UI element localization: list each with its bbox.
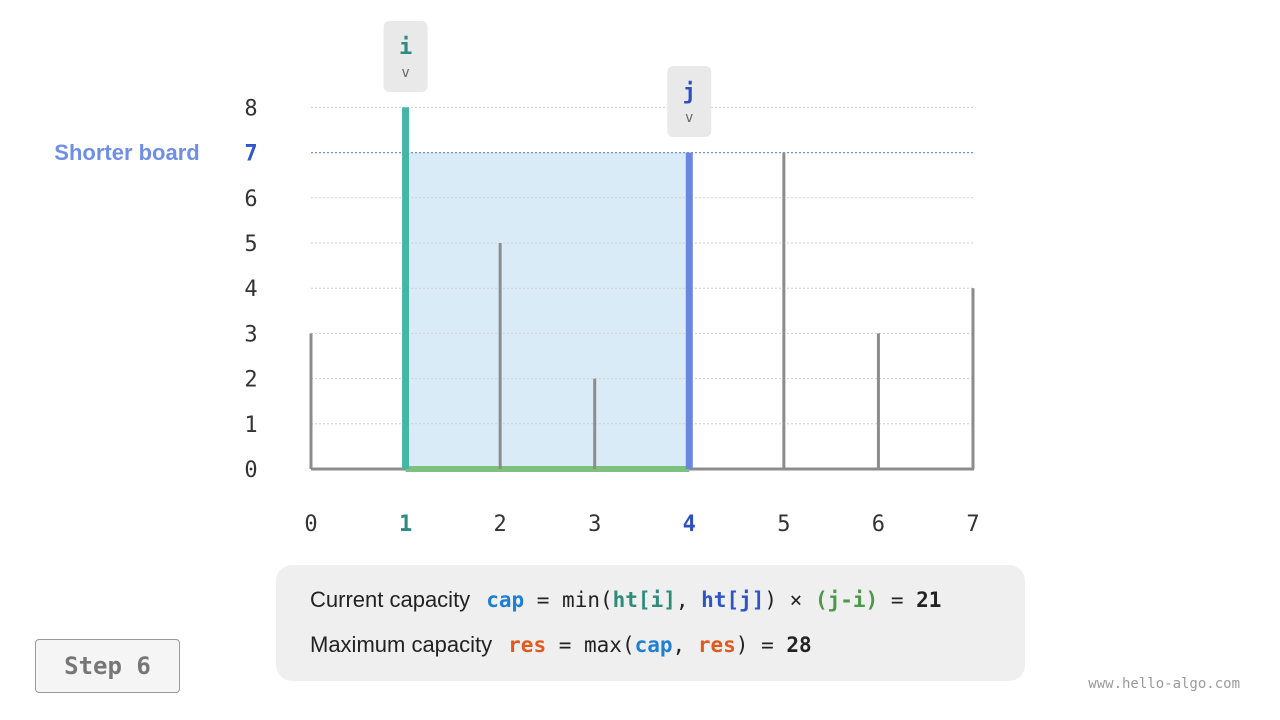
eq-2: = — [878, 588, 917, 612]
x-tick-2: 2 — [494, 512, 507, 537]
x-tick-5: 5 — [777, 512, 790, 537]
eq-3: = — [748, 633, 787, 657]
water-area — [405, 152, 690, 469]
pointer-i-tag — [383, 21, 428, 92]
cap-term: cap — [634, 633, 673, 657]
ht-i-term: ht[i] — [612, 588, 676, 612]
x-tick-3: 3 — [588, 512, 601, 537]
pointer-i-arrow: v — [401, 65, 409, 81]
y-tick-1: 1 — [244, 413, 257, 438]
max-close: ) — [735, 633, 749, 657]
x-tick-6: 6 — [872, 512, 885, 537]
eq-max-open: = max( — [546, 633, 635, 657]
step-button[interactable]: Step 6 — [35, 639, 180, 693]
y-tick-5: 5 — [244, 232, 257, 257]
x-tick-7: 7 — [966, 512, 979, 537]
current-capacity-label: Current capacity — [310, 587, 471, 612]
cap-var: cap — [486, 588, 525, 612]
comma-2: , — [672, 633, 698, 657]
x-tick-0: 0 — [304, 512, 317, 537]
pointer-i-label: i — [399, 35, 412, 60]
y-tick-7: 7 — [244, 142, 257, 167]
current-capacity-result: 21 — [916, 588, 942, 612]
maximum-capacity-label: Maximum capacity — [310, 632, 493, 657]
pointer-j-tag — [667, 66, 712, 137]
y-tick-3: 3 — [244, 322, 257, 347]
maximum-capacity-line: Maximum capacity res = max( cap , res ) … — [310, 632, 812, 658]
res-var: res — [508, 633, 547, 657]
formula-panel: Current capacity cap = min( ht[i] , ht[j… — [276, 565, 1025, 681]
min-close-times: ) × — [764, 588, 815, 612]
comma-1: , — [675, 588, 702, 612]
ht-j-term: ht[j] — [701, 588, 765, 612]
current-capacity-line: Current capacity cap = min( ht[i] , ht[j… — [310, 587, 941, 613]
pointer-j-arrow: v — [685, 110, 693, 126]
pointer-j-label: j — [683, 80, 696, 105]
y-tick-0: 0 — [244, 458, 257, 483]
y-tick-2: 2 — [244, 368, 257, 393]
y-tick-8: 8 — [244, 96, 257, 121]
y-tick-6: 6 — [244, 187, 257, 212]
j-minus-i-term: (j-i) — [814, 588, 879, 612]
shorter-board-label: Shorter board — [54, 140, 199, 165]
res-term: res — [697, 633, 736, 657]
maximum-capacity-result: 28 — [786, 633, 812, 657]
x-tick-1: 1 — [399, 512, 412, 537]
x-tick-4: 4 — [683, 512, 696, 537]
y-tick-4: 4 — [244, 277, 257, 302]
watermark: www.hello-algo.com — [1088, 676, 1240, 692]
eq-min-open: = min( — [524, 588, 613, 612]
